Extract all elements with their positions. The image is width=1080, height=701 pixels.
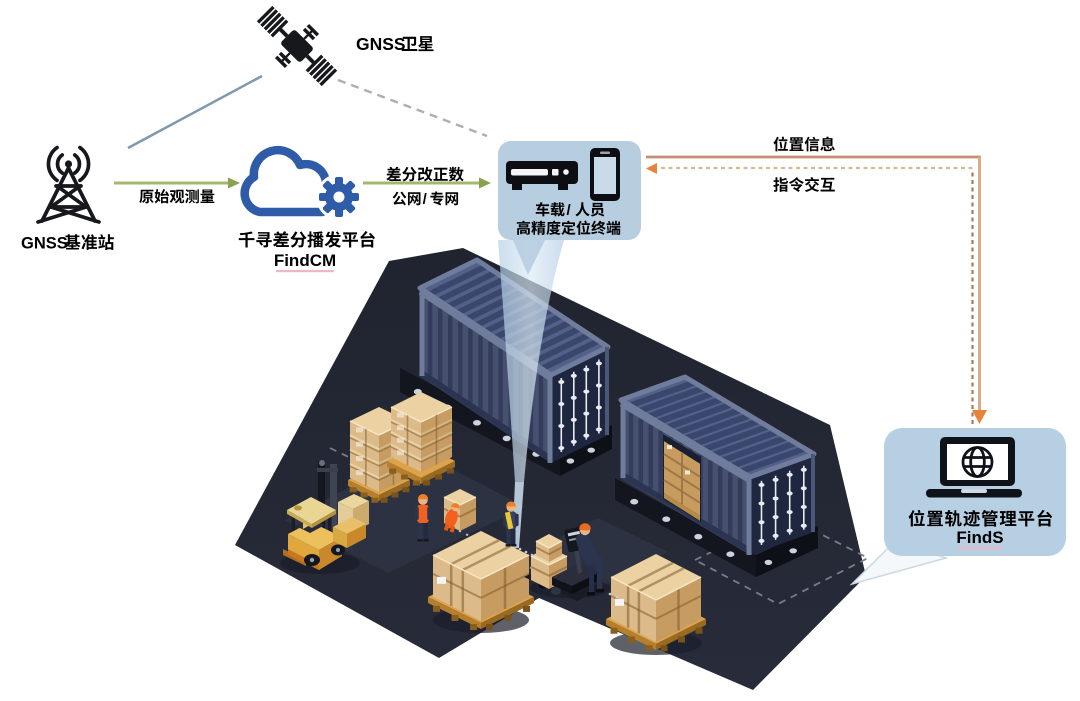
svg-text:FindCM: FindCM: [274, 251, 336, 270]
svg-text:GNSS: GNSS: [21, 235, 68, 253]
svg-text:/: /: [423, 191, 428, 208]
svg-text:GNSS: GNSS: [356, 34, 406, 54]
svg-text:FindS: FindS: [956, 528, 1003, 547]
svg-text:/: /: [567, 202, 572, 219]
